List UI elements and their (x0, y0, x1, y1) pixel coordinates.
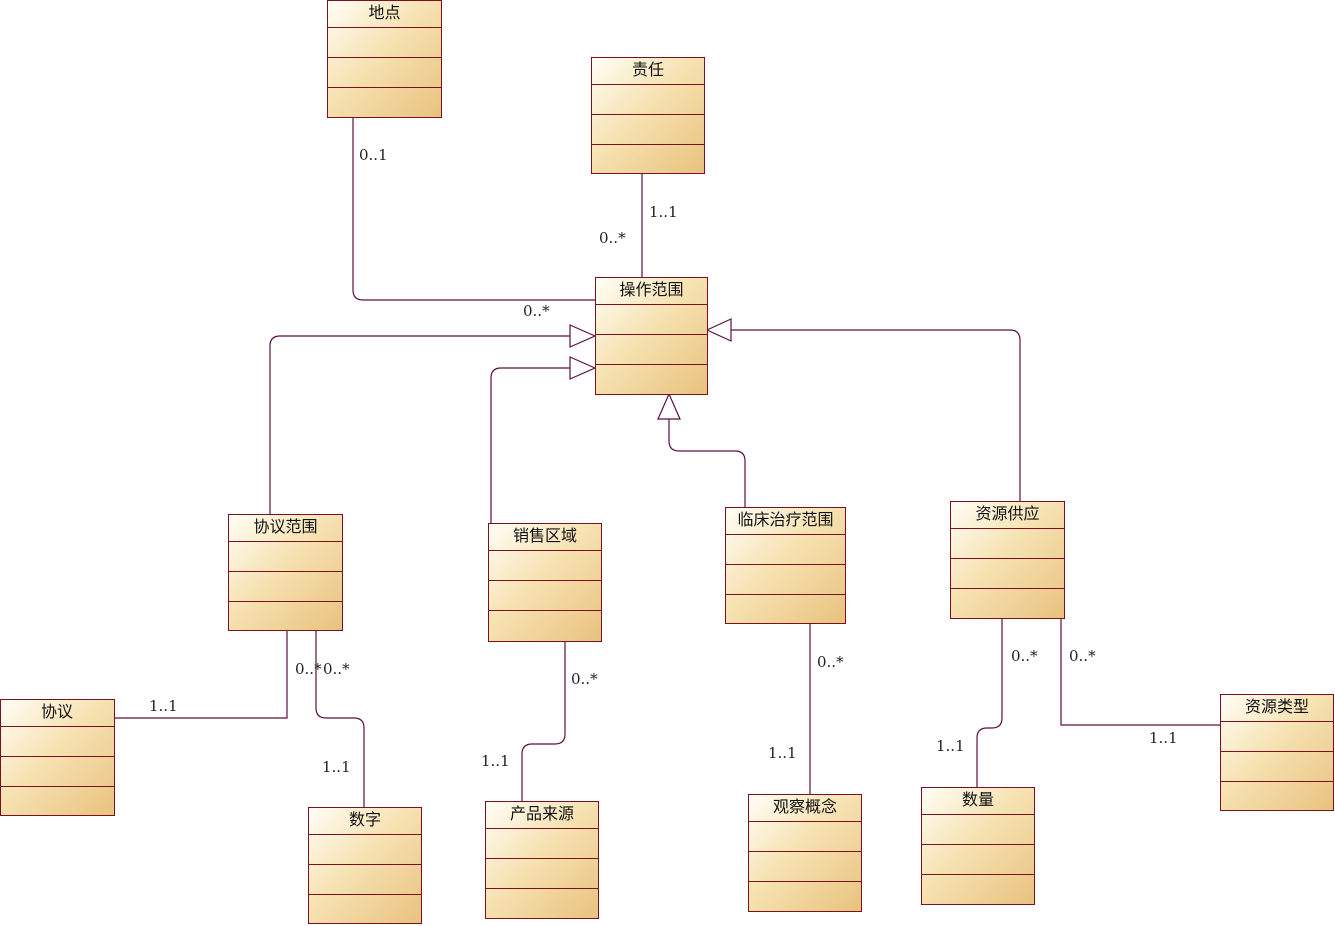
class-clinical-scope[interactable]: 临床治疗范围 (725, 507, 846, 624)
class-name: 协议范围 (229, 515, 342, 542)
class-product-source[interactable]: 产品来源 (485, 801, 599, 919)
class-agreement[interactable]: 协议 (0, 699, 115, 816)
arrowhead-clinical-scope (657, 392, 681, 420)
class-resource-type[interactable]: 资源类型 (1220, 694, 1334, 811)
class-name: 观察概念 (749, 795, 861, 822)
multiplicity-label: 0..* (1069, 647, 1096, 665)
multiplicity-label: 0..* (571, 670, 598, 688)
class-name: 资源类型 (1221, 695, 1333, 722)
association-agreement (115, 631, 288, 719)
class-quantity[interactable]: 数量 (921, 787, 1035, 905)
association-resource-type (1060, 619, 1220, 726)
class-name: 地点 (328, 1, 441, 28)
multiplicity-label: 1..1 (768, 744, 797, 762)
multiplicity-label: 0..* (817, 653, 844, 671)
generalization-sales-area (490, 367, 570, 523)
class-operation-scope[interactable]: 操作范围 (595, 277, 708, 395)
class-name: 协议 (1, 700, 114, 727)
class-location[interactable]: 地点 (327, 0, 442, 118)
class-resource-supply[interactable]: 资源供应 (950, 501, 1065, 619)
multiplicity-label: 0..* (599, 229, 626, 247)
multiplicity-label: 0..1 (359, 146, 388, 164)
generalization-resource-supply (731, 329, 1021, 501)
class-name: 销售区域 (489, 524, 601, 551)
arrowhead-resource-supply (705, 318, 732, 342)
arrowhead-agreement-scope (569, 324, 597, 348)
multiplicity-label: 1..1 (322, 758, 351, 776)
multiplicity-label: 1..1 (481, 752, 510, 770)
class-name: 操作范围 (596, 278, 707, 305)
arrowhead-sales-area (569, 356, 597, 380)
association-number (315, 631, 365, 807)
multiplicity-label: 0..* (523, 302, 550, 320)
multiplicity-label: 1..1 (149, 697, 178, 715)
class-name: 责任 (592, 58, 704, 85)
class-name: 数字 (309, 808, 421, 835)
association-product-source (521, 642, 566, 801)
class-agreement-scope[interactable]: 协议范围 (228, 514, 343, 631)
association-location (352, 118, 595, 301)
class-observation-concept[interactable]: 观察概念 (748, 794, 862, 912)
generalization-clinical-scope (668, 419, 746, 508)
multiplicity-label: 1..1 (649, 203, 678, 221)
class-responsibility[interactable]: 责任 (591, 57, 705, 174)
class-sales-area[interactable]: 销售区域 (488, 523, 602, 642)
association-quantity (976, 619, 1003, 787)
multiplicity-label: 1..1 (1149, 729, 1178, 747)
multiplicity-label: 1..1 (936, 737, 965, 755)
multiplicity-label: 0..* (323, 660, 350, 678)
class-name: 资源供应 (951, 502, 1064, 529)
class-name: 产品来源 (486, 802, 598, 829)
multiplicity-label: 0..* (295, 660, 322, 678)
class-name: 临床治疗范围 (726, 508, 845, 535)
class-name: 数量 (922, 788, 1034, 815)
multiplicity-label: 0..* (1011, 647, 1038, 665)
generalization-agreement-scope (269, 335, 570, 514)
class-number[interactable]: 数字 (308, 807, 422, 924)
